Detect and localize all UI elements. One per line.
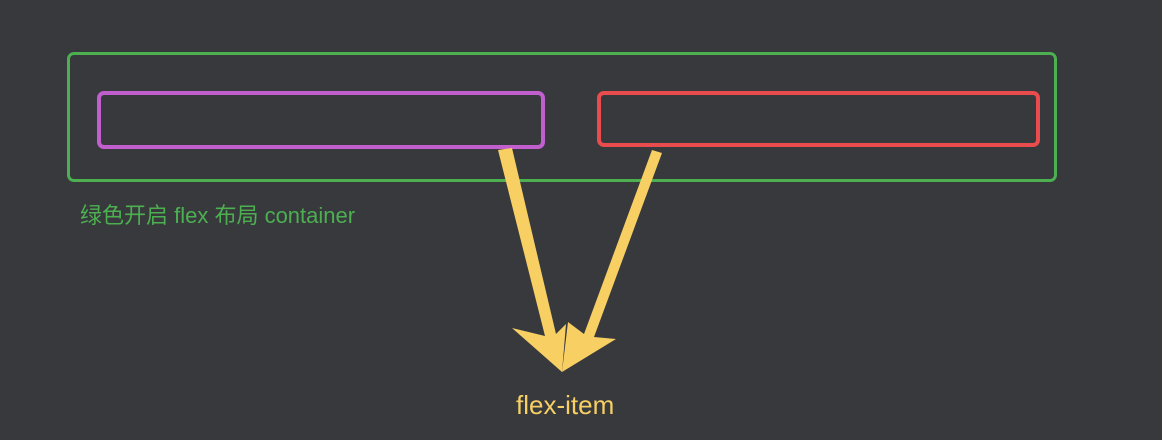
container-caption: 绿色开启 flex 布局 container [80,203,356,228]
flex-item-box-left [97,91,545,149]
flex-item-box-right [597,91,1040,147]
flex-item-caption: flex-item [516,390,615,420]
arrow-to-right-item [562,150,662,372]
